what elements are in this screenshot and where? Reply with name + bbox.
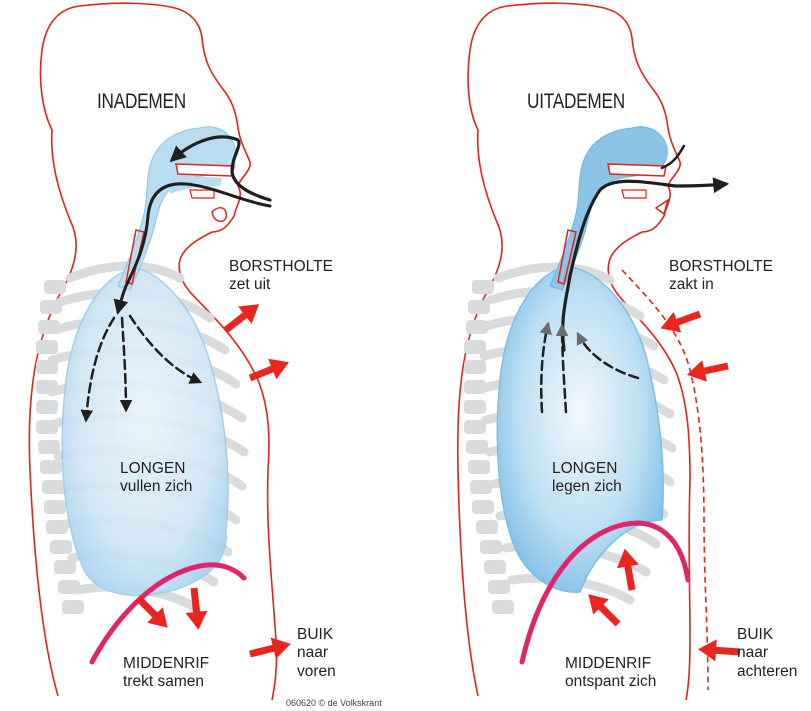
inhale-title: INADEMEN [97,90,186,115]
exhale-title: UITADEMEN [527,90,625,115]
inhale-diaphragm-label: MIDDENRIF trekt samen [123,655,209,692]
exhale-diaphragm-label-line2: ontspant zich [565,673,656,691]
exhale-lungs-label: LONGEN legen zich [552,460,622,497]
exhale-belly-label-line3: achteren [737,663,797,681]
exhale-belly-label-line1: BUIK [737,626,797,644]
exhale-chest-label-line1: BORSTHOLTE [669,258,773,276]
inhale-belly-label: BUIK naar voren [297,626,336,681]
exhale-diaphragm-label-line1: MIDDENRIF [565,655,656,673]
exhale-chest-arrow-lower [685,355,731,385]
inhale-chest-label-line1: BORSTHOLTE [229,258,333,276]
exhale-belly-label: BUIK naar achteren [737,626,797,681]
inhale-belly-arrow [247,633,293,665]
inhale-belly-label-line1: BUIK [297,626,336,644]
exhale-chest-label-line2: zakt in [669,276,773,294]
inhale-chest-label-line2: zet uit [229,276,333,294]
inhale-lungs-label-line2: vullen zich [120,478,192,496]
credit-line: 060620 © de Volkskrant [286,698,382,709]
inhale-diaphragm-arrow-right [183,587,209,631]
inhale-lungs-label-line1: LONGEN [120,460,192,478]
inhale-diaphragm-label-line1: MIDDENRIF [123,655,209,673]
exhale-belly-label-line2: naar [737,644,797,662]
exhale-diaphragm-label: MIDDENRIF ontspant zich [565,655,656,692]
exhale-chest-label: BORSTHOLTE zakt in [669,258,773,295]
inhale-diaphragm-label-line2: trekt samen [123,673,209,691]
inhale-chest-label: BORSTHOLTE zet uit [229,258,333,295]
exhale-belly-arrow [697,638,740,663]
inhale-belly-label-line3: voren [297,663,336,681]
inhale-lungs-label: LONGEN vullen zich [120,460,192,497]
inhale-belly-label-line2: naar [297,644,336,662]
exhale-lungs-label-line1: LONGEN [552,460,622,478]
exhale-lungs-label-line2: legen zich [552,478,622,496]
exhale-chest-arrow-upper [657,304,704,339]
